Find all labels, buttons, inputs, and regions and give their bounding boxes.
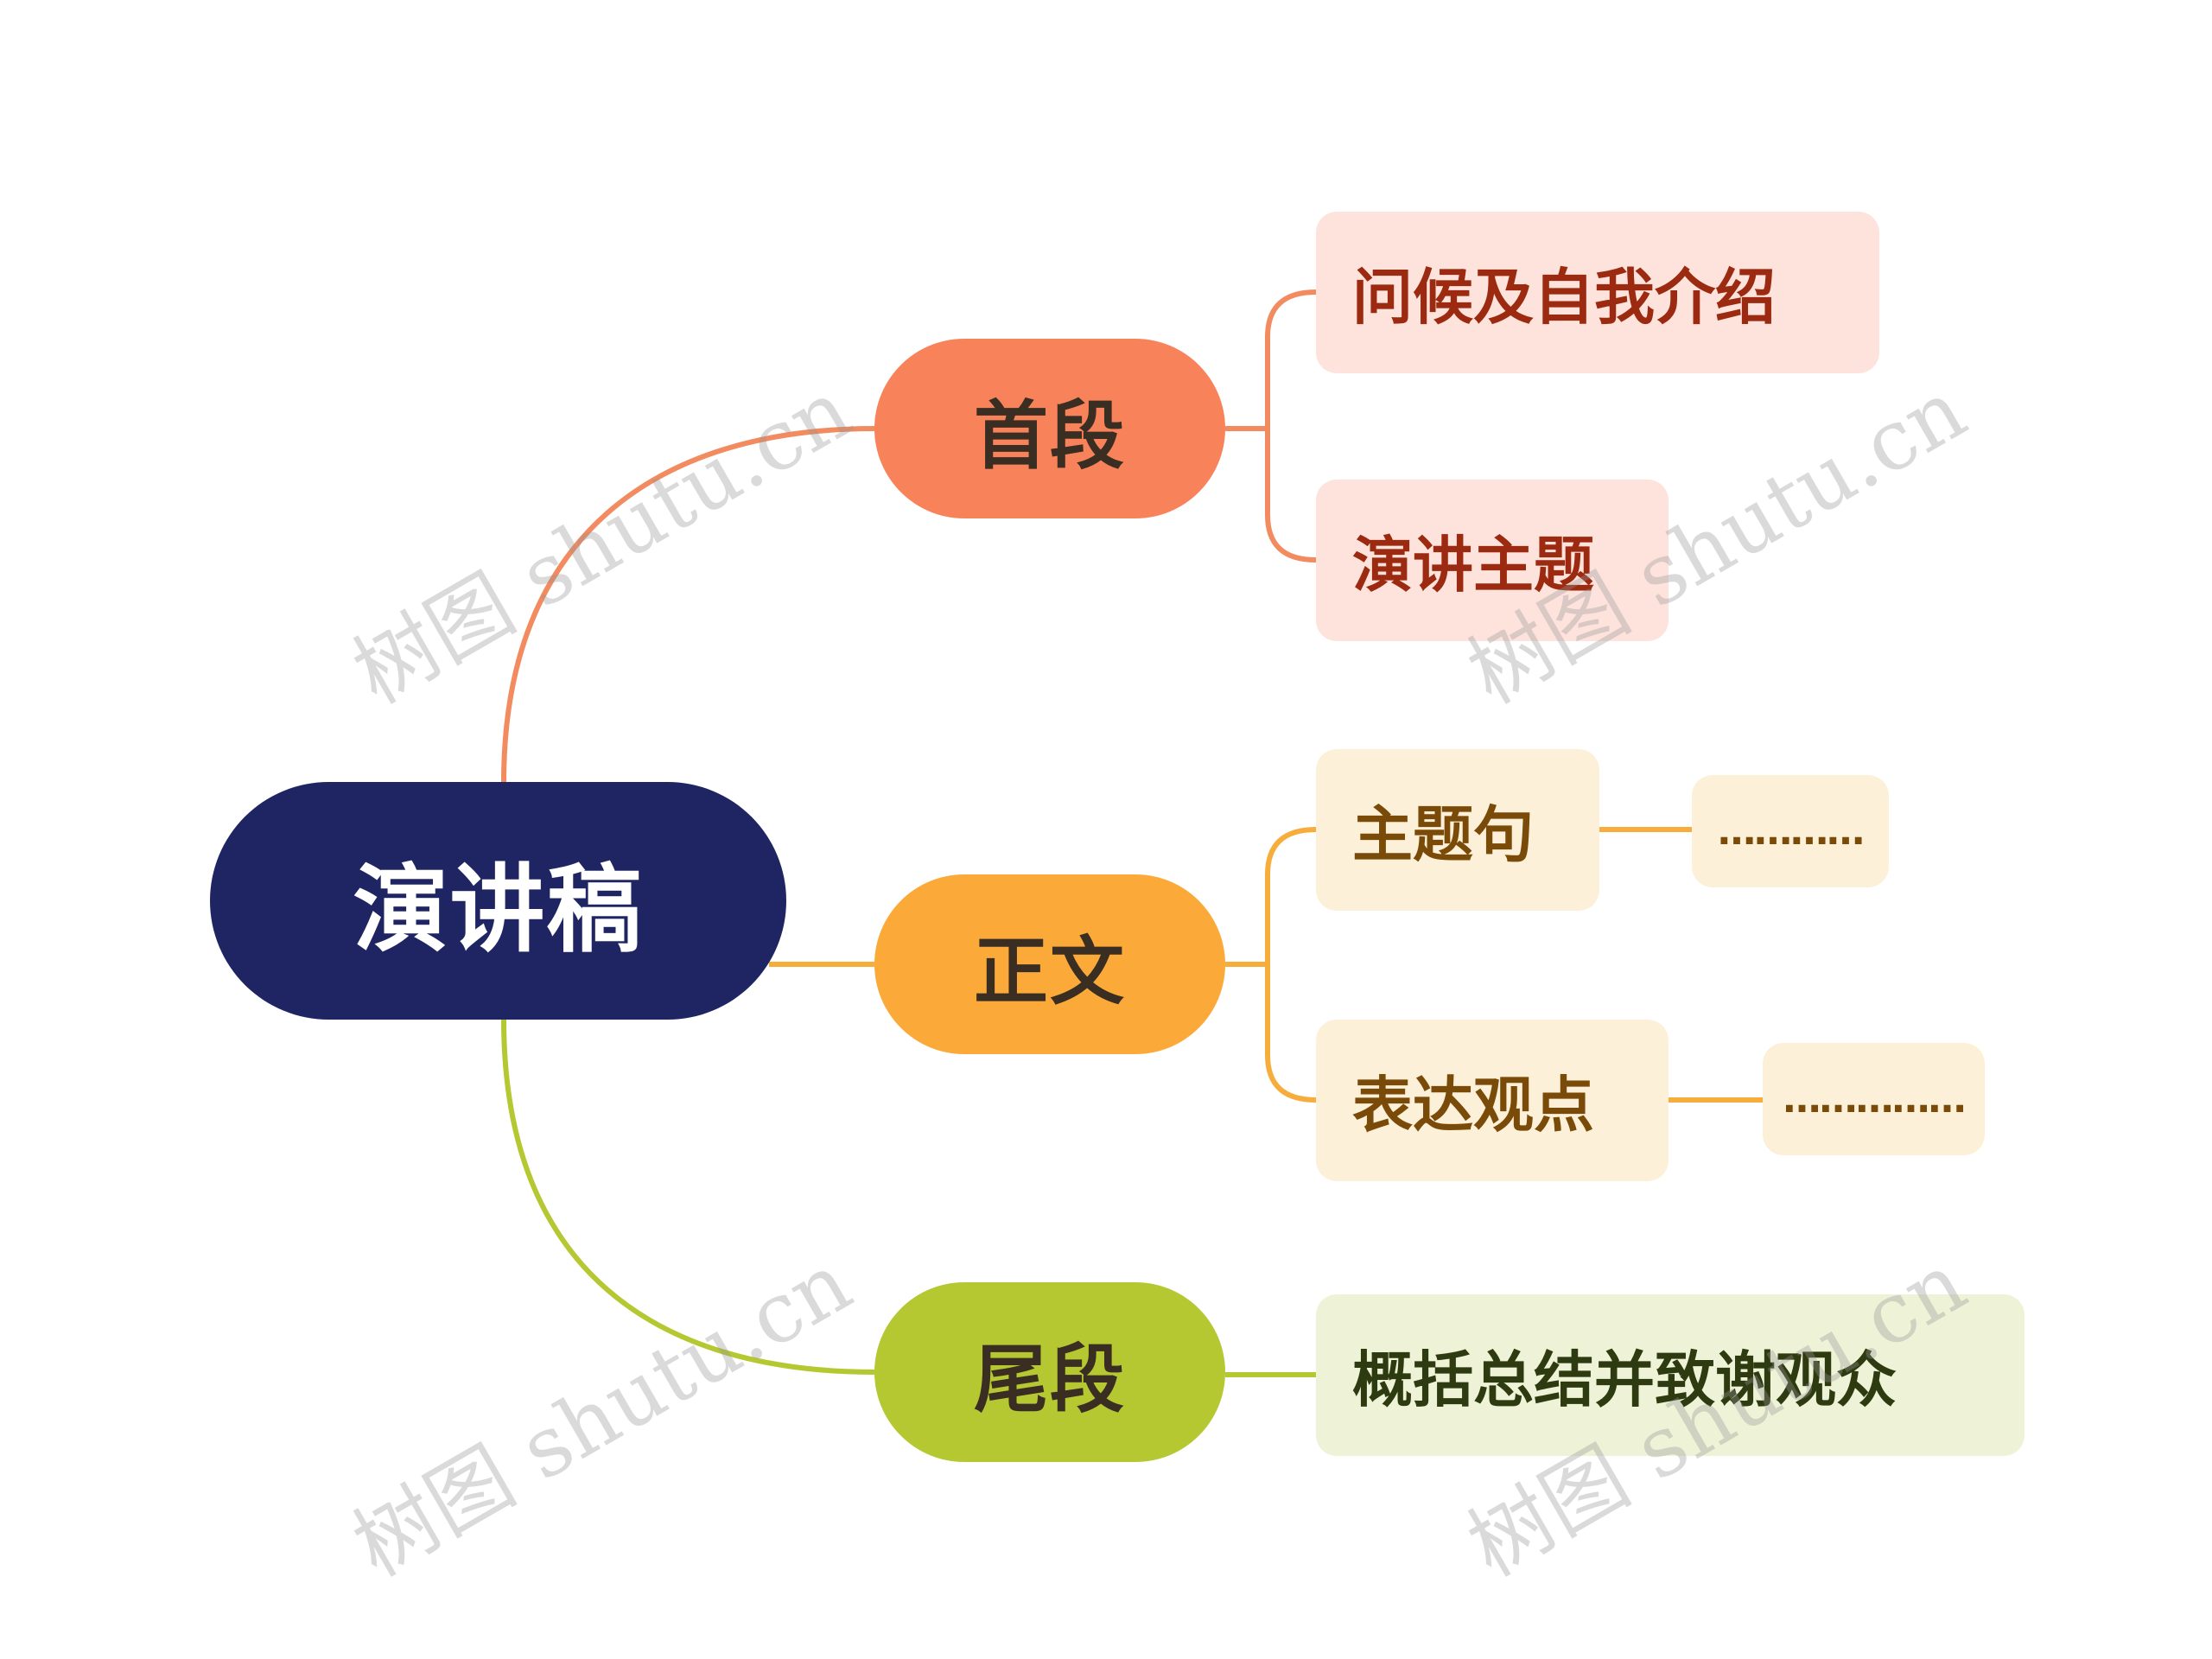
connector-shouduan-wenhou (1225, 289, 1317, 431)
connector-root-shouduan (501, 426, 875, 783)
connector-shouduan-zhuti (1265, 429, 1317, 563)
branch-node-weiduan[interactable]: 尾段 (874, 1282, 1225, 1462)
child-node-topic-sentence[interactable]: 主题句 (1316, 749, 1599, 911)
child-node-express-views[interactable]: 表达观点 (1316, 1020, 1669, 1181)
child-node-speech-topic[interactable]: 演讲主题 (1316, 480, 1669, 641)
connector-zhengwen-zhutiju (1225, 827, 1317, 967)
connector-root-weiduan (501, 1019, 875, 1375)
child-node-summary-thanks[interactable]: 概括总结并致谢观众 (1316, 1294, 2024, 1456)
branch-node-zhengwen[interactable]: 正文 (874, 874, 1225, 1054)
branch-node-shouduan[interactable]: 首段 (874, 339, 1225, 518)
root-node[interactable]: 演讲稿 (210, 782, 786, 1020)
detail-node-topic-sentence[interactable]: ………… (1692, 775, 1889, 887)
child-node-greeting[interactable]: 问候及自我介绍 (1316, 212, 1879, 373)
connector-zhengwen-biaoda (1265, 964, 1317, 1103)
detail-node-express-views[interactable]: …………… (1763, 1043, 1985, 1155)
